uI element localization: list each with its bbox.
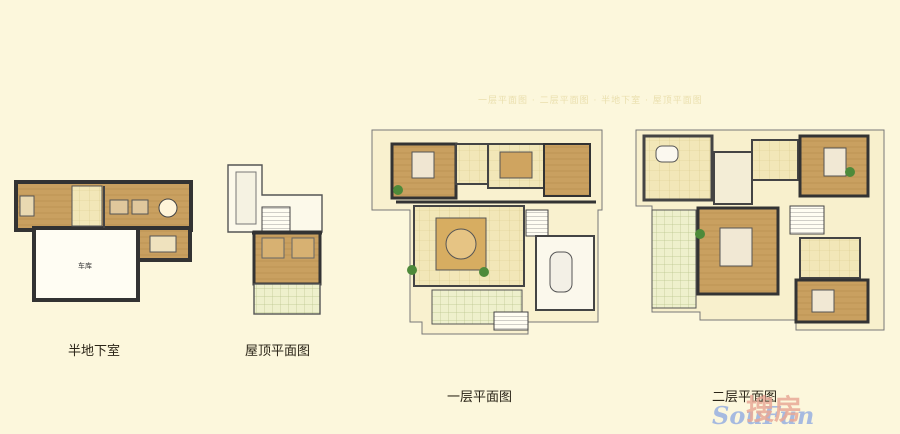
caption-roof: 屋顶平面图 — [245, 344, 311, 359]
watermark-cn: 搜房 — [746, 393, 803, 426]
watermark-en: SouFun — [712, 401, 815, 430]
basement-room-label: 车库 — [78, 261, 92, 270]
basement-plan — [14, 180, 193, 302]
caption-first-floor: 一层平面图 — [447, 390, 513, 405]
roof-plan — [227, 164, 323, 315]
soufun-watermark-logo: SouFun 搜房 — [712, 388, 832, 430]
caption-second-floor: 二层平面图 — [712, 390, 778, 405]
faint-header-text: 一层平面图 · 二层平面图 · 半地下室 · 屋顶平面图 — [478, 96, 703, 106]
first-floor-plan — [371, 129, 603, 335]
caption-basement: 半地下室 — [68, 344, 121, 359]
second-floor-plan — [635, 129, 885, 331]
